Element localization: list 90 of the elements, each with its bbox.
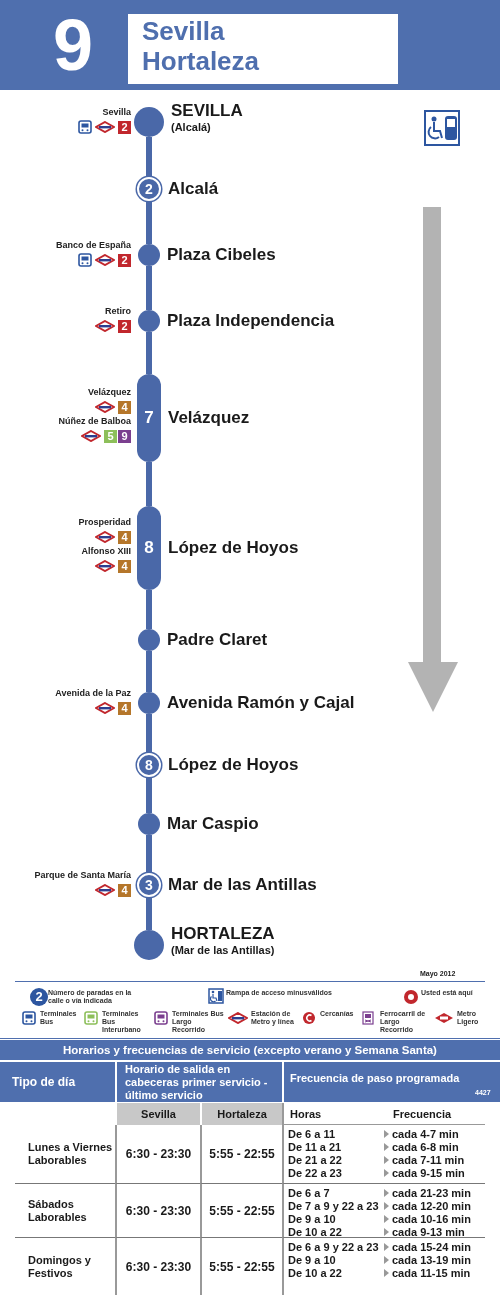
stop-count-marker: 2 [137, 177, 161, 201]
column-header: Frecuencia [383, 1103, 485, 1125]
table-cell: De 7 a 9 y 22 a 23 [288, 1199, 379, 1212]
table-cell: De 10 a 22 [288, 1266, 342, 1279]
line-badge: 4 [118, 400, 131, 414]
transfer-station-name: Avenida de la Paz [55, 687, 131, 700]
route-line [146, 462, 152, 506]
stop-name: Avenida Ramón y Cajal [167, 692, 355, 714]
stop-name: Mar de las Antillas [168, 874, 317, 896]
terminus-subtitle: (Mar de las Antillas) [171, 944, 275, 956]
transfer-station-name: Núñez de Balboa [58, 415, 131, 428]
table-cell: cada 21-23 min [384, 1186, 471, 1199]
line-badge: 4 [118, 530, 131, 544]
stop-name: Plaza Independencia [167, 310, 335, 332]
stop-count-marker: 8 [137, 753, 161, 777]
line-badge: 5 [104, 429, 117, 443]
line-badge: 4 [118, 701, 131, 715]
transfer-station-name: Alfonso XIII [81, 545, 131, 558]
stop-name: Velázquez [168, 407, 250, 429]
line-badge: 9 [118, 429, 131, 443]
route-line [146, 201, 152, 244]
table-cell: 6:30 - 23:30 [115, 1125, 200, 1183]
stop-name: Mar Caspio [167, 813, 259, 835]
route-line [146, 266, 152, 310]
terminus-name: HORTALEZA [171, 924, 275, 944]
terminus-name: SEVILLA [171, 101, 243, 121]
stop-name: Plaza Cibeles [167, 244, 276, 266]
column-header: Sevilla [117, 1103, 200, 1125]
terminus-subtitle: (Alcalá) [171, 121, 211, 133]
table-cell: cada 4-7 min [384, 1127, 459, 1140]
column-header: Horas [282, 1103, 383, 1125]
transfer-station-name: Banco de España [55, 239, 131, 252]
stop-name: Alcalá [168, 178, 219, 200]
transfer-station-name: Prosperidad [78, 516, 131, 529]
table-cell: De 6 a 11 [288, 1127, 336, 1140]
stop-count-marker: 3 [137, 873, 161, 897]
table-cell: De 22 a 23 [288, 1166, 342, 1179]
stop-name: López de Hoyos [168, 537, 299, 559]
table-cell: cada 9-15 min [384, 1166, 465, 1179]
table-cell: 5:55 - 22:55 [200, 1183, 282, 1237]
route-line [146, 651, 152, 692]
stop-name: Padre Claret [167, 629, 268, 651]
route-line [146, 777, 152, 813]
transfer-station-name: Parque de Santa María [34, 869, 131, 882]
route-line [146, 835, 152, 873]
route-line [146, 714, 152, 753]
line-badge: 2 [118, 253, 131, 267]
table-cell: cada 6-8 min [384, 1140, 459, 1153]
line-badge: 4 [118, 883, 131, 897]
stop-count-marker: 8 [137, 506, 161, 590]
stop-count-marker: 7 [137, 374, 161, 462]
table-cell: 5:55 - 22:55 [200, 1237, 282, 1295]
table-cell: De 6 a 9 y 22 a 23 [288, 1240, 379, 1253]
table-cell: 6:30 - 23:30 [115, 1183, 200, 1237]
table-cell: De 21 a 22 [288, 1153, 342, 1166]
table-title-bar: Horarios y frecuencias de servicio (excepto verano y Semana Santa) [0, 1040, 500, 1060]
table-cell: cada 15-24 min [384, 1240, 471, 1253]
table-cell: cada 9-13 min [384, 1225, 465, 1238]
line-badge: 2 [118, 120, 131, 134]
table-cell: cada 11-15 min [384, 1266, 471, 1279]
table-cell: cada 10-16 min [384, 1212, 471, 1225]
line-badge: 4 [118, 559, 131, 573]
table-cell: Domingos y Festivos [15, 1237, 115, 1295]
table-cell: De 11 a 21 [288, 1140, 342, 1153]
table-cell: 5:55 - 22:55 [200, 1125, 282, 1183]
stop-name: López de Hoyos [168, 754, 299, 776]
route-line [146, 897, 152, 930]
table-cell: De 9 a 10 [288, 1253, 336, 1266]
transfer-station-name: Velázquez [87, 386, 131, 399]
table-cell: De 6 a 7 [288, 1186, 330, 1199]
table-cell-text: Lunes a Viernes Laborables [27, 1140, 114, 1168]
column-header: Horario de salida en cabeceras primer servicio - último servicio [117, 1062, 282, 1102]
route-line [146, 590, 152, 629]
line-badge: 2 [118, 319, 131, 333]
table-cell: cada 12-20 min [384, 1199, 471, 1212]
route-number: 9 [51, 4, 94, 87]
route-line [146, 137, 152, 177]
table-cell: De 9 a 10 [288, 1212, 336, 1225]
column-header: Tipo de día [0, 1062, 115, 1102]
route-title: Sevilla Hortaleza [142, 16, 261, 76]
table-cell: cada 13-19 min [384, 1253, 471, 1266]
table-cell: cada 7-11 min [384, 1153, 465, 1166]
table-cell: De 10 a 22 [288, 1225, 342, 1238]
transfer-station-name: Retiro [105, 305, 131, 318]
table-cell: 6:30 - 23:30 [115, 1237, 200, 1295]
table-cell: Sábados Laborables [15, 1183, 115, 1237]
route-line [146, 332, 152, 374]
column-header: Hortaleza [202, 1103, 282, 1125]
transfer-station-name: Sevilla [102, 106, 131, 119]
stop-count-icon: 2 [30, 988, 48, 1006]
